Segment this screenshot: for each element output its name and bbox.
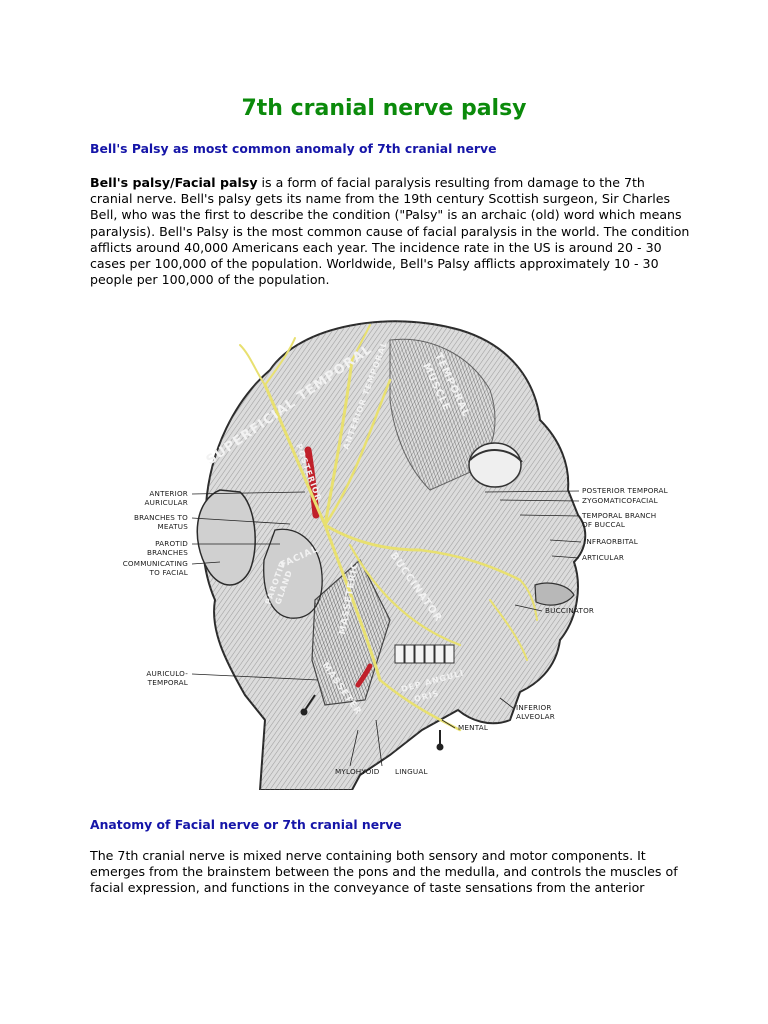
callout-right-3: INFRAORBITAL — [584, 537, 638, 546]
leader-line — [191, 673, 319, 681]
leader-line — [499, 697, 514, 709]
callout-lines — [191, 490, 582, 767]
leader-line — [375, 719, 383, 767]
callout-bottom-0: MYLOHYOID — [335, 767, 380, 776]
leader-line — [519, 514, 580, 517]
eye — [468, 442, 523, 488]
bold-term: Bell's palsy/Facial palsy — [90, 175, 258, 190]
anatomy-paragraph: The 7th cranial nerve is mixed nerve con… — [90, 848, 678, 896]
bells-palsy-paragraph: Bell's palsy/Facial palsy is a form of f… — [90, 175, 690, 288]
teeth — [394, 644, 455, 664]
leader-line — [499, 499, 580, 502]
leader-line — [484, 490, 580, 493]
facial-artery — [355, 663, 373, 688]
paragraph-text: is a form of facial paralysis resulting … — [90, 175, 690, 288]
callout-right-1: ZYGOMATICOFACIAL — [582, 496, 658, 505]
ear — [196, 489, 256, 586]
superficial-temporal-artery — [304, 446, 320, 519]
section-heading-anatomy: Anatomy of Facial nerve or 7th cranial n… — [90, 817, 402, 832]
facial-nerve-illustration: SUPERFICIAL TEMPORAL TEMPORAL MUSCLE POS… — [90, 300, 690, 790]
leader-line — [191, 561, 221, 565]
temporal-muscle — [389, 338, 496, 491]
leader-line — [551, 555, 580, 559]
leader-line — [441, 719, 456, 729]
leader-line — [549, 539, 582, 543]
leader-line — [191, 517, 291, 525]
callout-right-7: MENTAL — [458, 723, 488, 732]
callout-left-4: AURICULO-TEMPORAL — [146, 669, 188, 687]
leader-line — [191, 491, 306, 495]
page-title: 7th cranial nerve palsy — [241, 96, 527, 121]
callout-bottom-1: LINGUAL — [395, 767, 428, 776]
lips — [534, 582, 575, 606]
facial-nerve-branches — [239, 324, 538, 732]
callout-right-0: POSTERIOR TEMPORAL — [582, 486, 668, 495]
dissection-pins — [300, 694, 444, 751]
callout-right-5: BUCCINATOR — [545, 606, 594, 615]
leader-line — [349, 729, 359, 767]
section-heading-bells-palsy: Bell's Palsy as most common anomaly of 7… — [90, 141, 497, 156]
callout-right-4: ARTICULAR — [582, 553, 624, 562]
leader-line — [514, 604, 543, 612]
